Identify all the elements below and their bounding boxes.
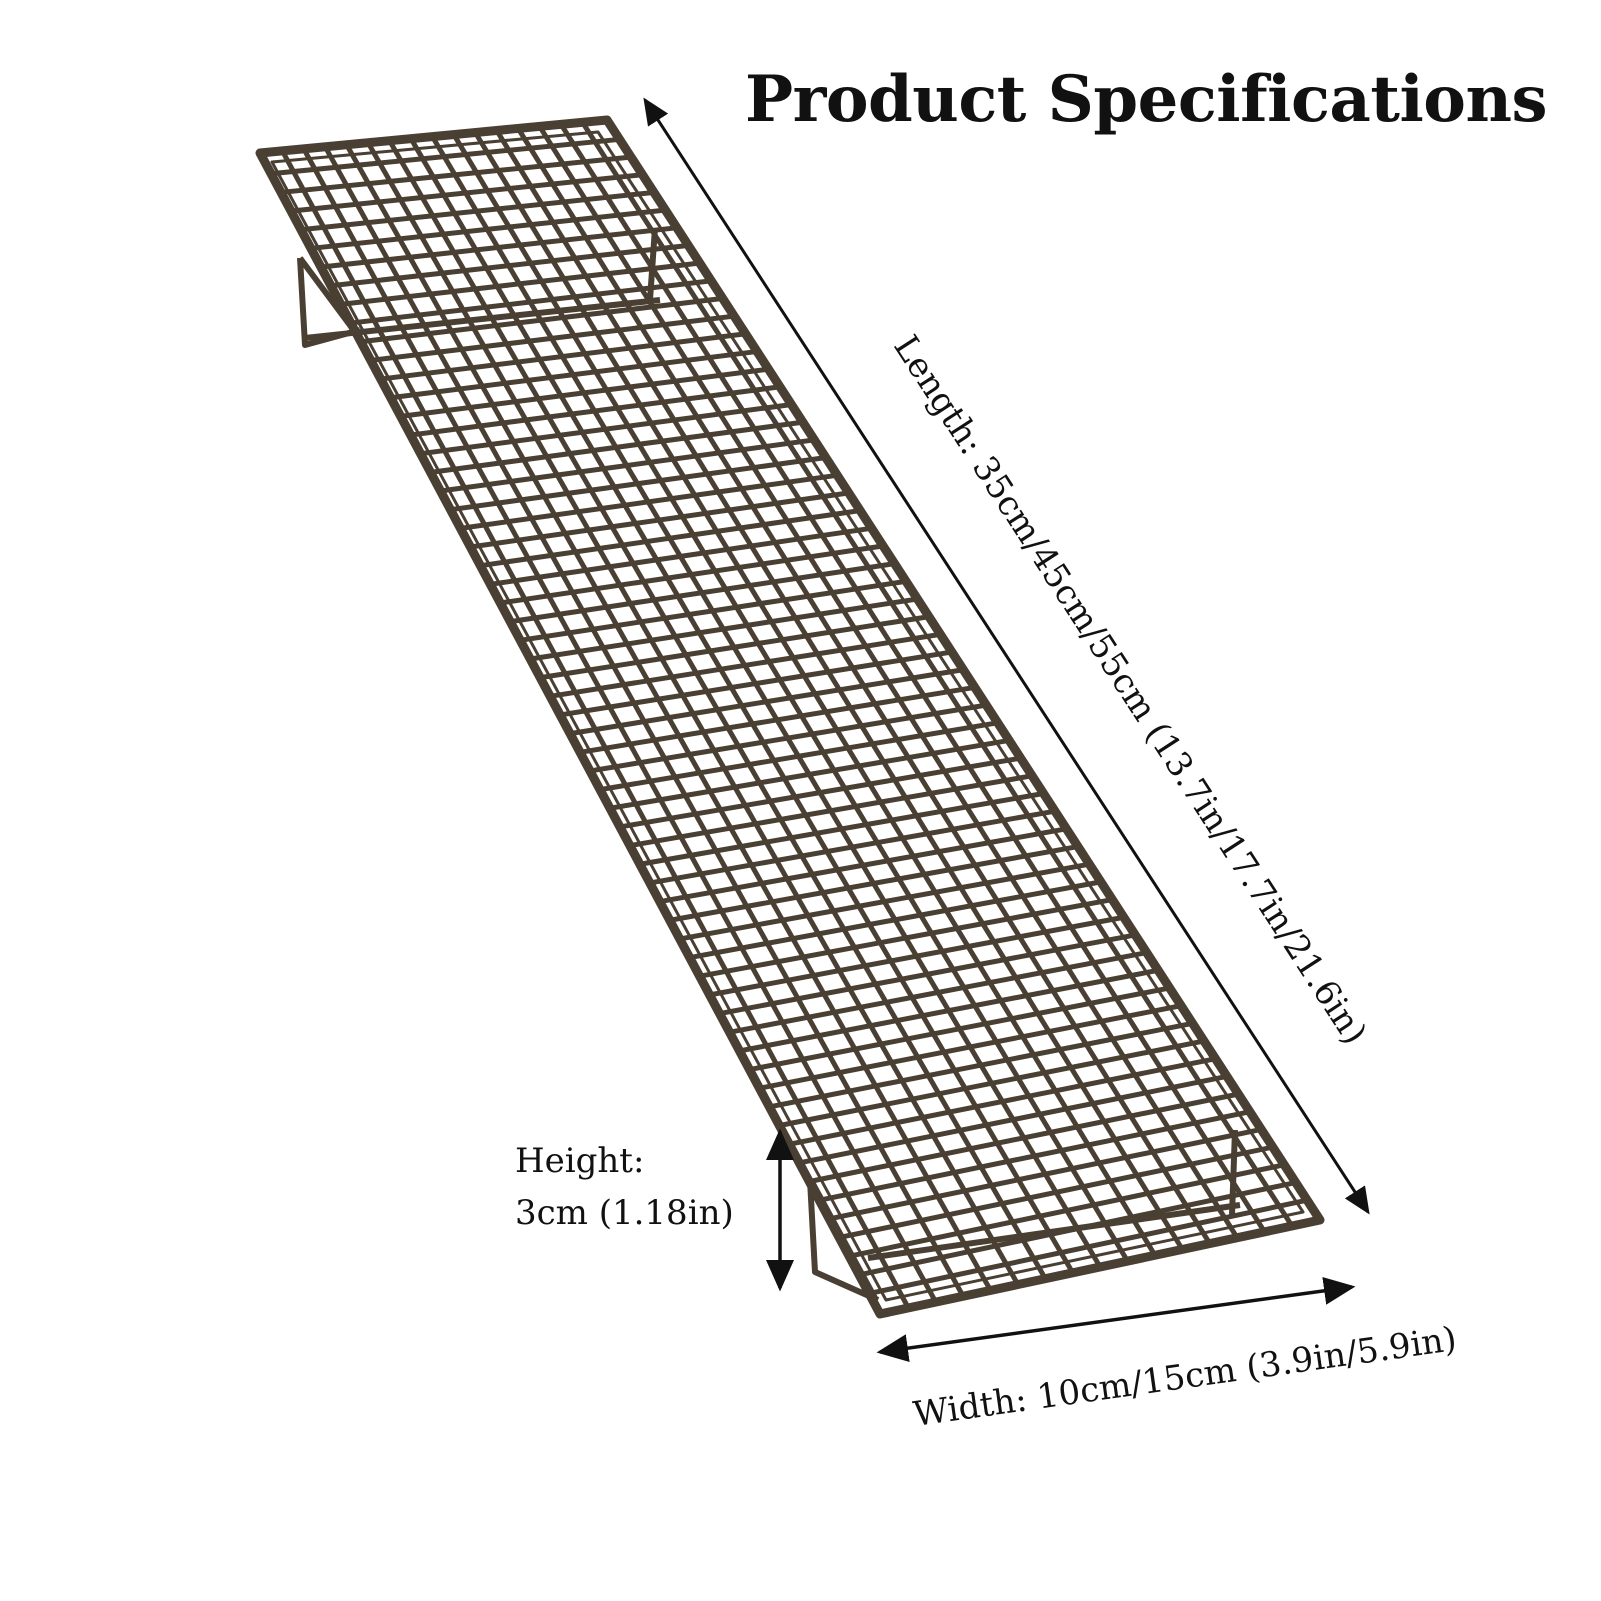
mesh-wire-cross	[341, 260, 698, 307]
height-label-line2: 3cm (1.18in)	[515, 1193, 734, 1233]
width-arrow	[876, 1276, 1356, 1363]
mesh-wire-cross	[391, 349, 755, 401]
mesh-wire-cross	[321, 225, 675, 270]
height-label-line1: Height:	[515, 1141, 645, 1181]
mesh-wire-cross	[331, 243, 686, 289]
length-arrow	[643, 97, 1370, 1215]
mesh-wire-cross	[301, 190, 652, 233]
mesh-wire-cross	[401, 367, 767, 419]
height-label: Height: 3cm (1.18in)	[515, 1135, 734, 1239]
mesh-wire-cross	[281, 154, 629, 195]
mesh-wire-cross	[381, 331, 744, 382]
mesh-wire-cross	[411, 384, 778, 438]
mesh-wire-cross	[271, 137, 617, 177]
mesh-wire-cross	[311, 207, 663, 251]
mesh-wire-cross	[291, 172, 640, 214]
